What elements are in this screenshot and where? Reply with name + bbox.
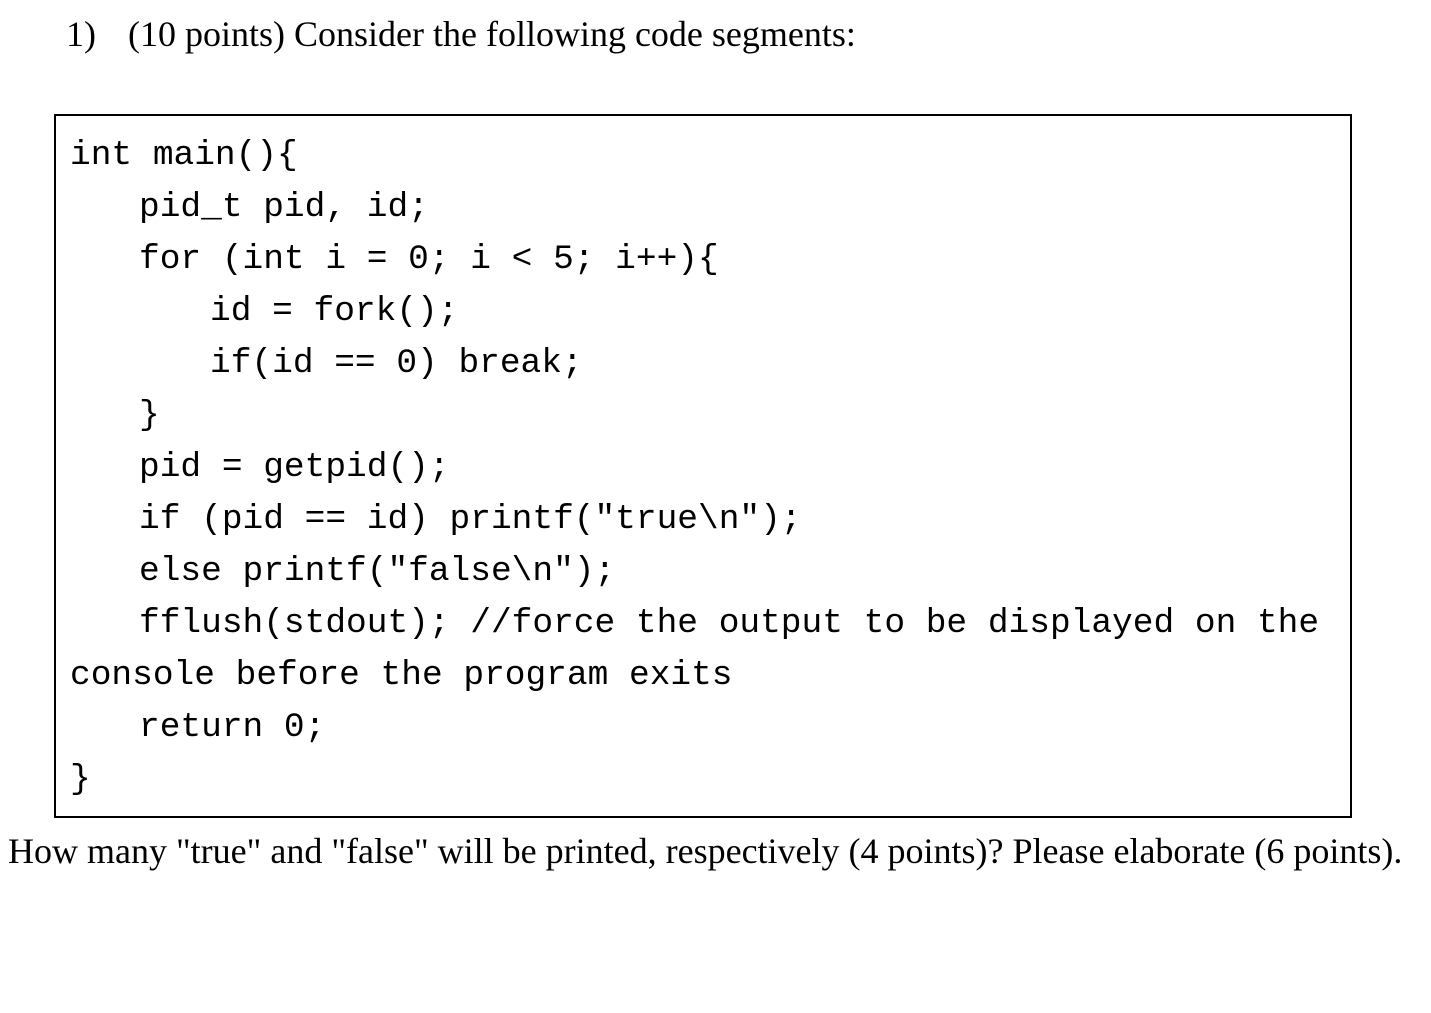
code-line: int main(){ — [70, 136, 298, 175]
question-number: 1) — [66, 14, 96, 54]
code-line: for (int i = 0; i < 5; i++){ — [139, 240, 719, 279]
code-line: return 0; — [139, 708, 326, 747]
code-line: } — [139, 396, 160, 435]
code-line: if (pid == id) printf("true\n"); — [139, 500, 802, 539]
code-line: } — [70, 760, 91, 799]
code-line: console before the program exits — [70, 656, 733, 695]
question-header: 1) (10 points) Consider the following cod… — [66, 12, 856, 56]
answer-prompt: How many "true" and "false" will be prin… — [8, 831, 1403, 871]
code-line: fflush(stdout); //force the output to be… — [139, 604, 1320, 643]
code-line: id = fork(); — [210, 292, 459, 331]
code-line: pid = getpid(); — [139, 448, 450, 487]
code-line: pid_t pid, id; — [139, 188, 429, 227]
code-line: if(id == 0) break; — [210, 344, 583, 383]
code-block: int main(){ pid_t pid, id; for (int i = … — [54, 114, 1352, 818]
question-text: (10 points) Consider the following code … — [128, 14, 856, 54]
code-line: else printf("false\n"); — [139, 552, 616, 591]
